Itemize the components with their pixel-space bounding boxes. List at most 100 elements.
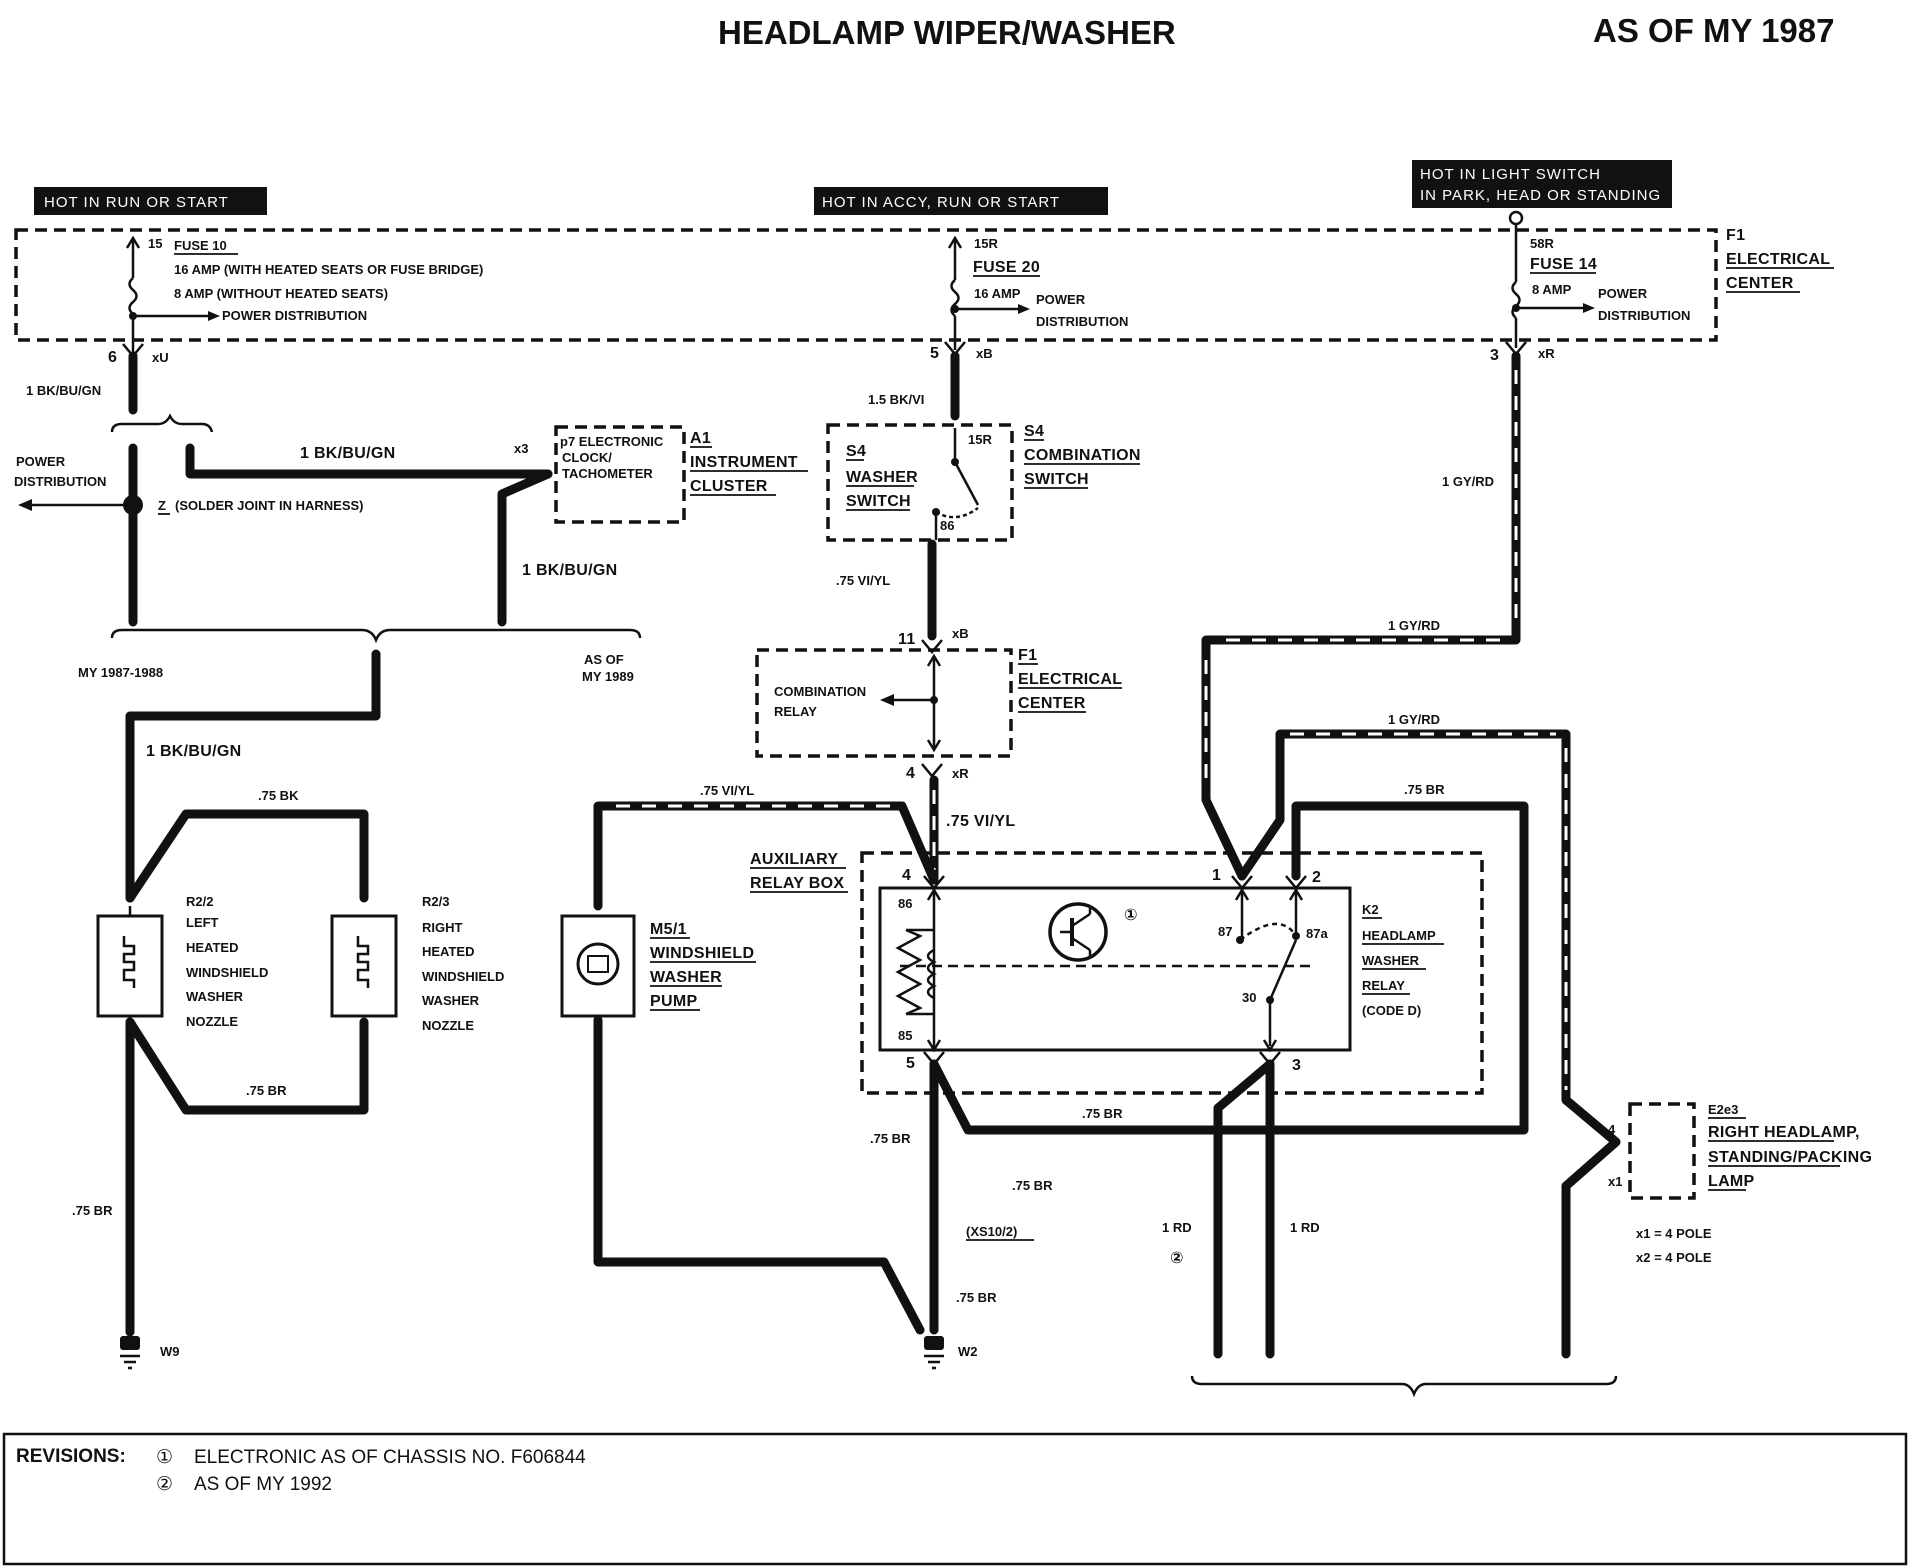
svg-text:RELAY: RELAY bbox=[774, 704, 817, 719]
svg-text:RIGHT HEADLAMP,: RIGHT HEADLAMP, bbox=[1708, 1124, 1860, 1141]
wire-label-75br-w2c: .75 BR bbox=[956, 1290, 997, 1305]
svg-text:x2 = 4 POLE: x2 = 4 POLE bbox=[1636, 1250, 1712, 1265]
svg-text:HEADLAMP: HEADLAMP bbox=[1362, 928, 1436, 943]
svg-text:LAMP: LAMP bbox=[1708, 1173, 1755, 1190]
svg-text:85: 85 bbox=[898, 1028, 912, 1043]
svg-text:30: 30 bbox=[1242, 990, 1256, 1005]
svg-text:RIGHT: RIGHT bbox=[422, 920, 463, 935]
svg-text:F1: F1 bbox=[1018, 647, 1037, 664]
svg-text:CLOCK/: CLOCK/ bbox=[562, 450, 612, 465]
ground-w2: W2 bbox=[924, 1336, 978, 1370]
wire-label-75br-loop: .75 BR bbox=[1404, 782, 1445, 797]
svg-text:CENTER: CENTER bbox=[1726, 275, 1794, 292]
svg-text:E2e3: E2e3 bbox=[1708, 1102, 1738, 1117]
svg-text:5: 5 bbox=[906, 1055, 915, 1072]
svg-text:16 AMP (WITH HEATED SEATS OR F: 16 AMP (WITH HEATED SEATS OR FUSE BRIDGE… bbox=[174, 262, 483, 277]
instrument-cluster-text: p7 ELECTRONIC CLOCK/ TACHOMETER bbox=[560, 434, 664, 481]
svg-text:15: 15 bbox=[148, 236, 162, 251]
svg-text:R2/2: R2/2 bbox=[186, 894, 213, 909]
svg-text:x1: x1 bbox=[1608, 1174, 1622, 1189]
svg-text:xB: xB bbox=[976, 346, 993, 361]
instrument-cluster-label: A1 INSTRUMENT CLUSTER bbox=[690, 430, 808, 496]
wire-75br-nozzles bbox=[125, 1017, 369, 1115]
svg-text:COMBINATION: COMBINATION bbox=[774, 684, 866, 699]
bracket-my-range bbox=[110, 628, 642, 644]
hot-label-light-switch: HOT IN LIGHT SWITCH IN PARK, HEAD OR STA… bbox=[1412, 160, 1672, 208]
svg-text:WASHER: WASHER bbox=[422, 993, 480, 1008]
svg-text:AS OF MY 1992: AS OF MY 1992 bbox=[194, 1474, 332, 1495]
f1-electrical-center-box bbox=[14, 228, 1718, 342]
svg-text:87a: 87a bbox=[1306, 926, 1328, 941]
svg-text:HOT IN ACCY, RUN OR START: HOT IN ACCY, RUN OR START bbox=[822, 194, 1060, 211]
wire-to-instrument bbox=[185, 443, 553, 479]
wire-label-15bkvi: 1.5 BK/VI bbox=[868, 392, 924, 407]
svg-text:F1: F1 bbox=[1726, 227, 1745, 244]
bracket-top-left bbox=[110, 413, 214, 433]
svg-text:STANDING/PACKING: STANDING/PACKING bbox=[1708, 1149, 1872, 1166]
hot-label-run-start: HOT IN RUN OR START bbox=[34, 187, 267, 215]
aux-box-connector-marks bbox=[923, 875, 1307, 1066]
svg-text:NOZZLE: NOZZLE bbox=[422, 1018, 474, 1033]
wire-label-1bkbugn-right: 1 BK/BU/GN bbox=[522, 562, 617, 579]
ground-w9: W9 bbox=[120, 1336, 180, 1370]
svg-text:W2: W2 bbox=[958, 1344, 978, 1359]
fuse-14: 58R FUSE 14 8 AMP POWER DISTRIBUTION 3 x… bbox=[1490, 210, 1690, 364]
wire-label-1gyrd-b: 1 GY/RD bbox=[1388, 618, 1440, 633]
revisions-box bbox=[2, 1432, 1908, 1566]
svg-text:5: 5 bbox=[930, 345, 939, 362]
svg-text:RELAY BOX: RELAY BOX bbox=[750, 875, 844, 892]
k2-relay-coil bbox=[895, 887, 942, 1053]
svg-text:AUXILIARY: AUXILIARY bbox=[750, 851, 838, 868]
svg-text:POWER: POWER bbox=[1036, 292, 1086, 307]
svg-text:PUMP: PUMP bbox=[650, 993, 697, 1010]
svg-text:CENTER: CENTER bbox=[1018, 695, 1086, 712]
svg-text:8 AMP (WITHOUT HEATED SEATS): 8 AMP (WITHOUT HEATED SEATS) bbox=[174, 286, 388, 301]
svg-text:DISTRIBUTION: DISTRIBUTION bbox=[1036, 314, 1128, 329]
svg-text:xR: xR bbox=[952, 766, 969, 781]
wire-1gyrd-fuse14 bbox=[1201, 351, 1521, 881]
svg-text:IN PARK, HEAD OR STANDING: IN PARK, HEAD OR STANDING bbox=[1420, 187, 1661, 204]
svg-text:FUSE 10: FUSE 10 bbox=[174, 238, 227, 253]
svg-text:4: 4 bbox=[1608, 1122, 1616, 1137]
svg-text:6: 6 bbox=[108, 349, 117, 366]
aux-box-pin-labels: 4 1 2 5 3 86 85 87 87a 30 bbox=[898, 867, 1328, 1074]
svg-text:Z: Z bbox=[158, 498, 166, 513]
svg-text:NOZZLE: NOZZLE bbox=[186, 1014, 238, 1029]
hot-label-accy-run-start: HOT IN ACCY, RUN OR START bbox=[814, 187, 1108, 215]
svg-text:DISTRIBUTION: DISTRIBUTION bbox=[14, 474, 106, 489]
s4-combination-switch-label: S4 COMBINATION SWITCH bbox=[1024, 423, 1140, 489]
wire-75bk-nozzles bbox=[125, 809, 369, 903]
wire-label-75viyl-s4: .75 VI/YL bbox=[836, 573, 890, 588]
svg-text:11: 11 bbox=[898, 631, 916, 648]
svg-text:A1: A1 bbox=[690, 430, 711, 447]
r2-2-label: R2/2 LEFT HEATED WINDSHIELD WASHER NOZZL… bbox=[186, 894, 268, 1029]
svg-text:HEATED: HEATED bbox=[186, 940, 238, 955]
svg-text:①: ① bbox=[156, 1447, 173, 1468]
svg-text:WASHER: WASHER bbox=[186, 989, 244, 1004]
svg-text:86: 86 bbox=[898, 896, 912, 911]
wire-label-75br-nozzles: .75 BR bbox=[246, 1083, 287, 1098]
svg-text:4: 4 bbox=[906, 765, 915, 782]
s4-combination-switch-box bbox=[826, 423, 1014, 542]
instrument-pin-x3: x3 bbox=[514, 441, 528, 456]
svg-text:WASHER: WASHER bbox=[650, 969, 722, 986]
connector-xs10-2: (XS10/2) bbox=[966, 1224, 1017, 1239]
my-range-right-2: MY 1989 bbox=[582, 669, 634, 684]
svg-text:2: 2 bbox=[1312, 869, 1321, 886]
svg-text:WINDSHIELD: WINDSHIELD bbox=[422, 969, 504, 984]
svg-text:x1 = 4 POLE: x1 = 4 POLE bbox=[1636, 1226, 1712, 1241]
wire-75br-pin2-loop bbox=[929, 801, 1529, 1135]
svg-text:WASHER: WASHER bbox=[846, 469, 918, 486]
svg-text:4: 4 bbox=[902, 867, 911, 884]
wire-label-1bkbugn-top: 1 BK/BU/GN bbox=[26, 383, 101, 398]
svg-text:xR: xR bbox=[1538, 346, 1555, 361]
svg-text:CLUSTER: CLUSTER bbox=[690, 478, 768, 495]
wire-1rd-a bbox=[1213, 1059, 1275, 1359]
svg-text:8 AMP: 8 AMP bbox=[1532, 282, 1572, 297]
svg-text:DISTRIBUTION: DISTRIBUTION bbox=[1598, 308, 1690, 323]
svg-text:SWITCH: SWITCH bbox=[1024, 471, 1089, 488]
svg-text:W9: W9 bbox=[160, 1344, 180, 1359]
svg-text:p7 ELECTRONIC: p7 ELECTRONIC bbox=[560, 434, 664, 449]
svg-text:SWITCH: SWITCH bbox=[846, 493, 911, 510]
